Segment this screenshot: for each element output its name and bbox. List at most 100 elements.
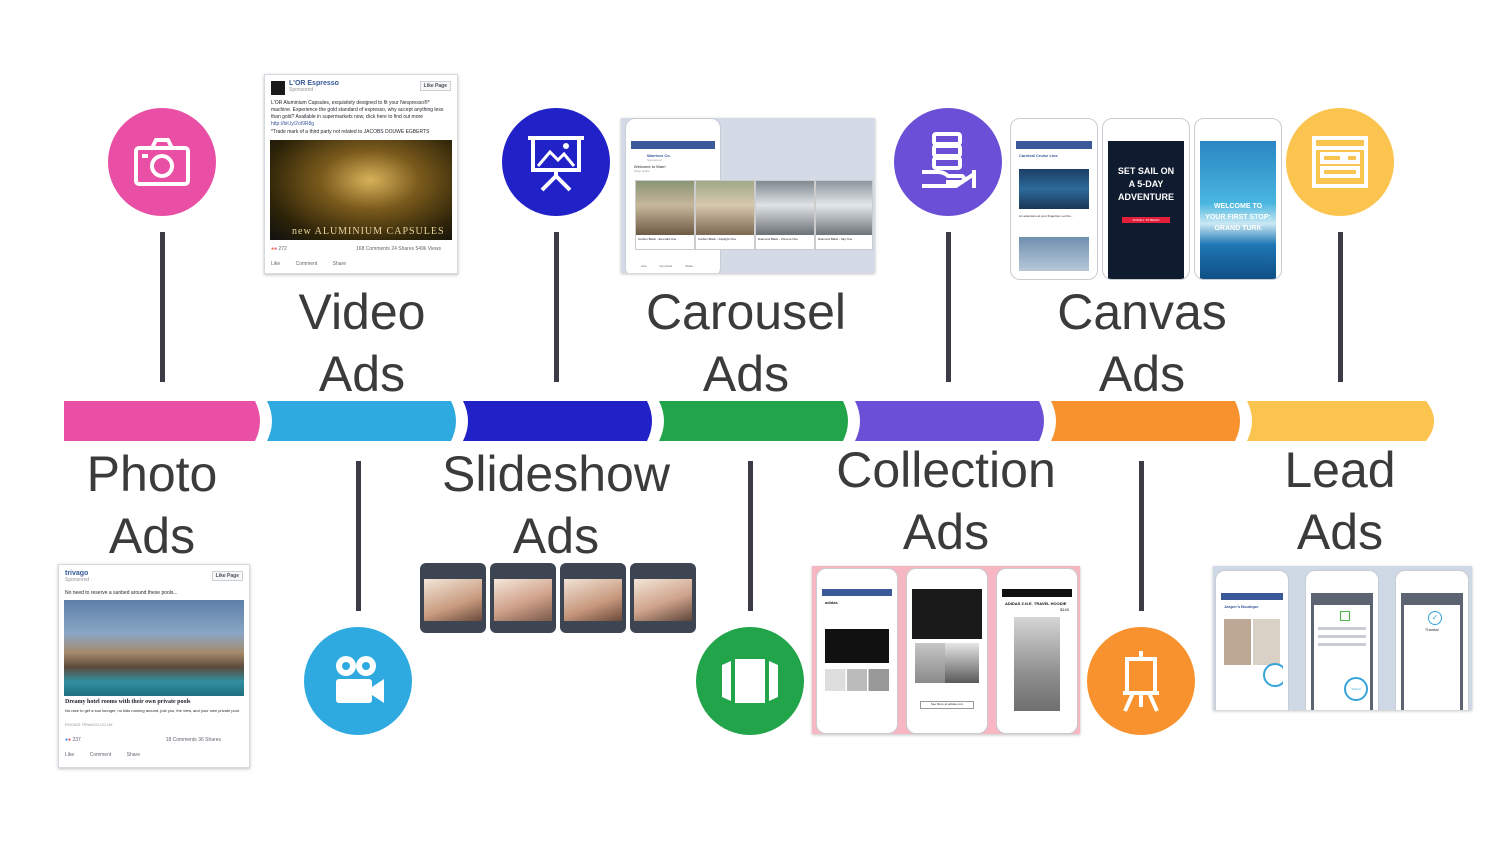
easel-icon xyxy=(1123,651,1159,712)
label-photo-line1: Photo xyxy=(86,446,218,502)
post-body: No need to reserve a sunbed around these… xyxy=(65,590,178,596)
stem-slideshow xyxy=(554,232,559,382)
like-action[interactable]: Like xyxy=(65,752,75,758)
stack-in-hand-icon xyxy=(922,132,976,188)
scroll-to-begin-button[interactable]: SCROLL TO BEGIN xyxy=(1122,217,1170,223)
reaction-bar: ●● 272 168 Comments 24 Shares 549k Views xyxy=(271,246,441,252)
lead-ads-icon-circle xyxy=(1286,108,1394,216)
action-bar: Like Comment Share xyxy=(65,752,243,758)
slideshow-frame xyxy=(630,563,696,633)
lead-ad-screenshot: Jasper's Boutique Submit ✓ Thanks xyxy=(1213,566,1472,710)
brand-logo xyxy=(271,81,285,95)
slideshow-ad-frames xyxy=(420,563,696,633)
reaction-count: 272 xyxy=(278,246,287,252)
label-collection-ads: Collection Ads xyxy=(806,439,1086,563)
see-more-button[interactable]: See More at adidas.com xyxy=(920,701,974,709)
engagement-stats: 18 Comments 36 Shares xyxy=(165,737,221,743)
submit-button[interactable]: Submit xyxy=(1344,677,1368,701)
label-video-ads: Video Ads xyxy=(262,281,462,405)
brand-name: Warriors Co. xyxy=(647,153,671,158)
label-slideshow-line1: Slideshow xyxy=(442,446,670,502)
share-action[interactable]: Share xyxy=(685,264,694,268)
carousel-card-title: Carbon Black - Emerald One xyxy=(638,237,677,241)
video-ad-screenshot: L'OR Espresso Sponsored · Like Page L'OR… xyxy=(264,74,458,274)
comment-action[interactable]: Comment xyxy=(89,752,112,758)
phone-mockup-collection: See More at adidas.com xyxy=(906,568,988,734)
canvas-ads-icon-circle xyxy=(1087,627,1195,735)
carousel-card[interactable]: Diamond Black - Chrome One xyxy=(755,180,815,250)
label-lead-ads: Lead Ads xyxy=(1240,439,1440,563)
share-action[interactable]: Share xyxy=(332,261,346,267)
collection-ad-screenshot: adidas See More at adidas.com ADIDAS Z.N… xyxy=(812,566,1080,734)
carousel-ad-screenshot: Warriors Co. Sponsored Welcome to Warri … xyxy=(621,118,875,273)
label-collection-line2: Ads xyxy=(902,504,990,560)
link-domain: ROOMS.TRIVAGO.CO.UK xyxy=(65,722,113,727)
phone-mockup-feed: Carnival Cruise Line An adventure at you… xyxy=(1010,118,1098,280)
like-page-button[interactable]: Like Page xyxy=(419,81,451,91)
carousel-card-title: Diamond Black - Chrome One xyxy=(758,237,799,241)
phone-mockup-feed: adidas xyxy=(816,568,898,734)
post-link[interactable]: http://bit.ly/2oI9R8g xyxy=(271,121,315,127)
label-carousel-line2: Ads xyxy=(702,346,790,402)
form-icon xyxy=(1312,136,1368,188)
carousel-card[interactable]: Carbon Black - Emerald One xyxy=(635,180,695,250)
timeline-segment-slideshow xyxy=(463,401,652,441)
post-trademark: *Trade mark of a third party not related… xyxy=(271,129,430,135)
label-carousel-ads: Carousel Ads xyxy=(616,281,876,405)
engagement-stats: 168 Comments 24 Shares 549k Views xyxy=(356,246,441,252)
reaction-count: 237 xyxy=(72,737,81,743)
label-canvas-line1: Canvas xyxy=(1057,284,1227,340)
video-caption: new ALUMINIUM CAPSULES xyxy=(292,226,445,237)
photo-ad-screenshot: trivago Sponsored · Like Page No need to… xyxy=(58,564,250,768)
like-action[interactable]: Like xyxy=(271,261,281,267)
comment-action[interactable]: Comment xyxy=(659,264,673,268)
timeline-segment-canvas xyxy=(1051,401,1240,441)
label-slideshow-line2: Ads xyxy=(512,508,600,564)
brand-name: Jasper's Boutique xyxy=(1224,604,1259,609)
stem-carousel xyxy=(748,461,753,611)
post-body: Welcome to Warri xyxy=(634,164,666,169)
sponsored-label: Sponsored xyxy=(647,158,662,162)
action-bar: Like Comment Share xyxy=(641,264,869,268)
timeline-segment-photo xyxy=(64,401,260,441)
sponsored-label: Sponsored · xyxy=(289,87,317,93)
stem-canvas xyxy=(1139,461,1144,611)
comment-action[interactable]: Comment xyxy=(295,261,318,267)
film-camera-icon xyxy=(336,656,384,703)
stem-collection xyxy=(946,232,951,382)
like-page-button[interactable]: Like Page xyxy=(211,571,243,581)
phone-mockup-thanks: ✓ Thanks! xyxy=(1395,570,1469,710)
timeline-segment-lead xyxy=(1247,401,1434,441)
carousel-card[interactable]: Carbon Black - Daylight One xyxy=(695,180,755,250)
video-ads-icon-circle xyxy=(304,627,412,735)
link-description: No race to get a sun lounger, no kids ru… xyxy=(65,708,240,713)
phone-mockup-canvas-welcome: WELCOME TO YOUR FIRST STOP: GRAND TURK xyxy=(1194,118,1282,280)
phone-mockup-product: ADIDAS Z.N.E. TRAVEL HOODIE $140 xyxy=(996,568,1078,734)
camera-icon xyxy=(134,138,190,186)
label-collection-line1: Collection xyxy=(836,442,1056,498)
brand-name: L'OR Espresso xyxy=(289,80,339,87)
canvas-ad-screenshot: Carnival Cruise Line An adventure at you… xyxy=(1010,118,1282,280)
label-video-line1: Video xyxy=(298,284,426,340)
post-body: L'OR Aluminium Capsules, exquisitely des… xyxy=(271,100,444,120)
like-action[interactable]: Like xyxy=(641,264,647,268)
check-icon: ✓ xyxy=(1428,611,1442,625)
carousel-card-title: Carbon Black - Daylight One xyxy=(698,237,737,241)
collection-ads-icon-circle xyxy=(894,108,1002,216)
reaction-bar: ●● 237 18 Comments 36 Shares xyxy=(65,737,221,743)
video-frame[interactable]: new ALUMINIUM CAPSULES xyxy=(270,140,452,240)
label-photo-ads: Photo Ads xyxy=(52,443,252,567)
label-carousel-line1: Carousel xyxy=(645,284,847,340)
carousel-card[interactable]: Diamond Black - Sky One xyxy=(815,180,873,250)
photo-ads-icon-circle xyxy=(108,108,216,216)
link-headline[interactable]: Dreamy hotel rooms with their own privat… xyxy=(65,699,191,705)
hotel-pool-photo[interactable] xyxy=(64,600,244,696)
canvas-headline: SET SAIL ON A 5-DAY ADVENTURE xyxy=(1117,166,1175,202)
stem-lead xyxy=(1338,232,1343,382)
slideshow-frame xyxy=(490,563,556,633)
thanks-text: Thanks! xyxy=(1424,627,1440,632)
share-action[interactable]: Share xyxy=(126,752,140,758)
stem-photo xyxy=(160,232,165,382)
label-video-line2: Ads xyxy=(318,346,406,402)
